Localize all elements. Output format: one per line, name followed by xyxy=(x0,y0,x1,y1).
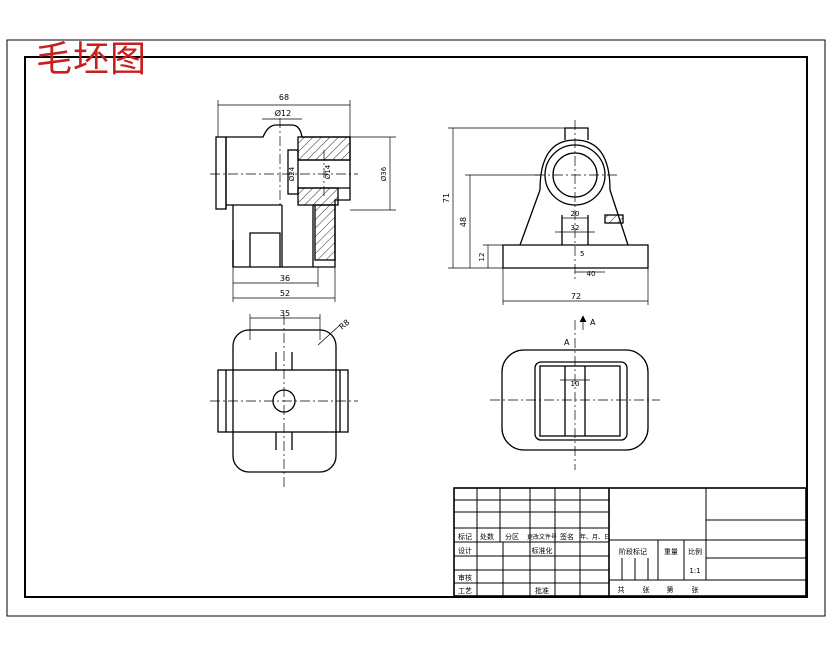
outer-border xyxy=(6,39,826,617)
tb-review: 审核 xyxy=(458,573,472,582)
front-dim-lines xyxy=(217,100,396,302)
tb-header-count: 处数 xyxy=(480,532,494,541)
dim-side-v5: 5 xyxy=(580,250,584,258)
tb-header-zone: 分区 xyxy=(505,532,519,541)
dim-front-d14: Ø14 xyxy=(324,164,332,179)
tb-sheets-total: 共 xyxy=(618,585,625,594)
tb-standardize: 标准化 xyxy=(532,546,553,555)
top-dim-lines xyxy=(249,314,341,346)
tb-header-date: 年、月、日 xyxy=(580,533,610,541)
tb-design: 设计 xyxy=(458,546,472,555)
dim-front-d36: Ø36 xyxy=(380,166,388,181)
section-label-a1: A xyxy=(590,318,596,327)
inner-frame xyxy=(24,56,808,598)
tb-sheets-unit1: 张 xyxy=(643,585,650,594)
dim-front-width: 68 xyxy=(279,93,289,102)
section-marks xyxy=(560,315,590,381)
front-view xyxy=(210,118,358,268)
dim-side-v32: 32 xyxy=(571,224,580,232)
dim-front-d24: Ø24 xyxy=(288,166,296,181)
dim-front-base1: 36 xyxy=(280,274,290,283)
dim-front-base2: 52 xyxy=(280,289,290,298)
tb-scale-label: 比例 xyxy=(688,547,702,556)
side-view xyxy=(502,120,649,280)
dim-side-base: 12 xyxy=(478,253,486,262)
top-view xyxy=(210,315,358,488)
dim-side-width: 72 xyxy=(571,292,581,301)
dim-front-bore: Ø12 xyxy=(275,108,291,118)
tb-process: 工艺 xyxy=(458,587,472,595)
tb-weight: 重量 xyxy=(664,548,678,556)
tb-header-docnum: 更改文件号 xyxy=(527,533,557,541)
tb-sheets-unit2: 张 xyxy=(692,585,699,594)
dim-top-width: 35 xyxy=(280,309,290,318)
dim-side-v20: 20 xyxy=(571,210,580,218)
tb-header-mark: 标记 xyxy=(458,532,472,541)
section-view xyxy=(490,320,660,470)
dim-side-height: 71 xyxy=(442,193,451,203)
tb-stage-mark: 阶段标记 xyxy=(619,547,647,556)
title-block xyxy=(453,487,807,597)
tb-sheets-num: 第 xyxy=(667,585,674,594)
tb-header-sign: 签名 xyxy=(560,532,574,541)
side-dim-lines xyxy=(448,127,649,305)
dim-top-radius: R8 xyxy=(338,318,352,332)
section-label-a2: A xyxy=(564,338,570,347)
dim-side-h40: 40 xyxy=(587,270,596,278)
tb-approve: 批准 xyxy=(535,586,549,595)
dim-side-mid: 48 xyxy=(459,217,468,227)
drawing-title-stamp: 毛坯图 xyxy=(36,39,148,80)
dim-bottom-slot: 10 xyxy=(571,380,580,388)
tb-scale-value: 1:1 xyxy=(689,567,700,575)
